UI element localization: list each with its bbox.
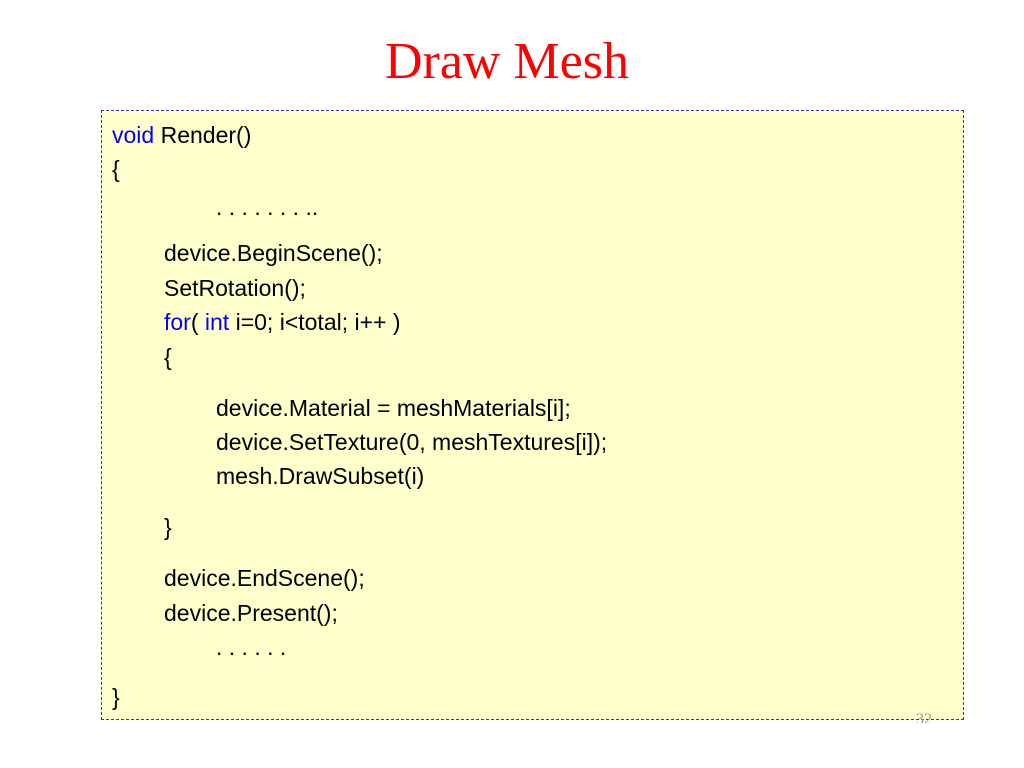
code-line-8: device.Material = meshMaterials[i]; bbox=[216, 395, 571, 421]
code-block: void Render() { . . . . . . . .. device.… bbox=[101, 110, 964, 720]
keyword-int: int bbox=[204, 309, 230, 335]
function-signature: Render() bbox=[154, 122, 252, 148]
for-paren: ( bbox=[190, 309, 205, 335]
code-line-11: } bbox=[164, 514, 172, 540]
code-line-4: device.BeginScene(); bbox=[164, 240, 383, 266]
code-line-12: device.EndScene(); bbox=[164, 565, 365, 591]
code-line-3: . . . . . . . .. bbox=[216, 194, 319, 220]
code-line-6: for( int i=0; i<total; i++ ) bbox=[164, 308, 401, 336]
for-condition: i=0; i<total; i++ ) bbox=[229, 309, 401, 335]
code-line-5: SetRotation(); bbox=[164, 275, 306, 301]
code-line-15: } bbox=[112, 684, 120, 710]
code-line-9: device.SetTexture(0, meshTextures[i]); bbox=[216, 429, 608, 455]
slide-title: Draw Mesh bbox=[384, 33, 630, 90]
code-line-10: mesh.DrawSubset(i) bbox=[216, 463, 425, 489]
code-line-13: device.Present(); bbox=[164, 600, 338, 626]
code-line-2: { bbox=[112, 156, 120, 182]
keyword-void: void bbox=[112, 122, 155, 148]
slide-number: 32 bbox=[916, 712, 932, 723]
code-line-1: void Render() bbox=[112, 121, 251, 149]
keyword-for: for bbox=[164, 309, 191, 335]
code-line-7: { bbox=[164, 344, 172, 370]
code-line-14: . . . . . . bbox=[216, 634, 287, 660]
